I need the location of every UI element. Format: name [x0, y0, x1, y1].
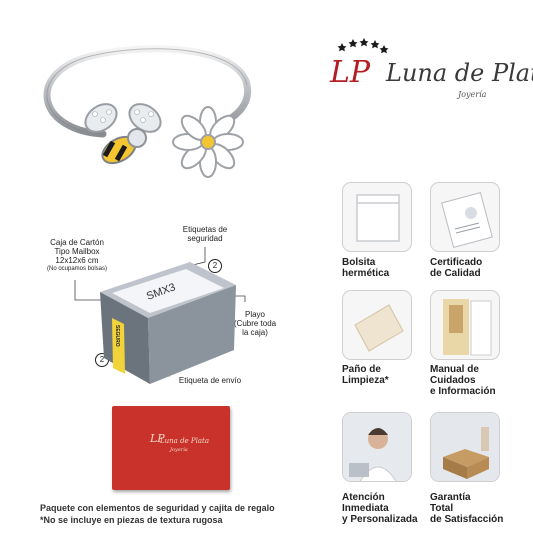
gift-brand-subtitle: Joyería [170, 447, 188, 453]
moon-stars-icon [326, 38, 389, 107]
brand-logo: LP Luna de Plata Joyería [308, 35, 533, 115]
feature-label-support: Atención Inmediata y Personalizada [342, 492, 418, 525]
satisfaction-box-icon [431, 413, 499, 481]
shipping-label-label: Etiqueta de envío [178, 376, 242, 385]
feature-label-certificate: Certificado de Calidad [430, 257, 483, 279]
gift-box-image: LP Luna de Plata Joyería [112, 406, 230, 490]
footer-package-note: Paquete con elementos de seguridad y caj… [40, 503, 275, 513]
feature-card-certificate [430, 182, 500, 252]
gift-monogram: LP [150, 432, 165, 445]
feature-card-manual [430, 290, 500, 360]
security-count-badge: 2 [208, 259, 222, 273]
feature-card-guarantee [430, 412, 500, 482]
feature-label-cloth: Paño de Limpieza* [342, 364, 389, 386]
wrap-label: Playo (Cubre toda la caja) [233, 310, 277, 337]
feature-label-manual: Manual de Cuidados e Información [430, 364, 496, 397]
feature-card-bag [342, 182, 412, 252]
brand-monogram: LP [330, 55, 371, 90]
customer-service-icon [343, 413, 411, 481]
feature-card-support [342, 412, 412, 482]
plastic-bag-icon [356, 194, 400, 242]
cleaning-cloth-icon [354, 304, 404, 352]
gift-brand-name: Luna de Plata [160, 437, 210, 445]
care-manual-icon [443, 299, 492, 356]
footer-exception-note: *No se incluye en piezas de textura rugo… [40, 515, 223, 525]
feature-card-cloth [342, 290, 412, 360]
feature-label-guarantee: Garantía Total de Satisfacción [430, 492, 504, 525]
daisy-charm [172, 106, 244, 178]
box-note: (No ocupamos bolsas) [46, 266, 108, 272]
certificate-icon [441, 191, 493, 249]
ring-product-image [25, 30, 275, 200]
brand-subtitle: Joyería [458, 90, 487, 99]
bee-charm [84, 103, 162, 165]
feature-label-bag: Bolsita hermética [342, 257, 390, 279]
box-type-label: Caja de Cartón Tipo Mailbox 12x12x6 cm [50, 238, 104, 265]
security-sticker-text: SEGURO [114, 325, 120, 347]
brand-name: Luna de Plata [386, 59, 533, 87]
security-labels-label: Etiquetas de seguridad [182, 225, 228, 243]
